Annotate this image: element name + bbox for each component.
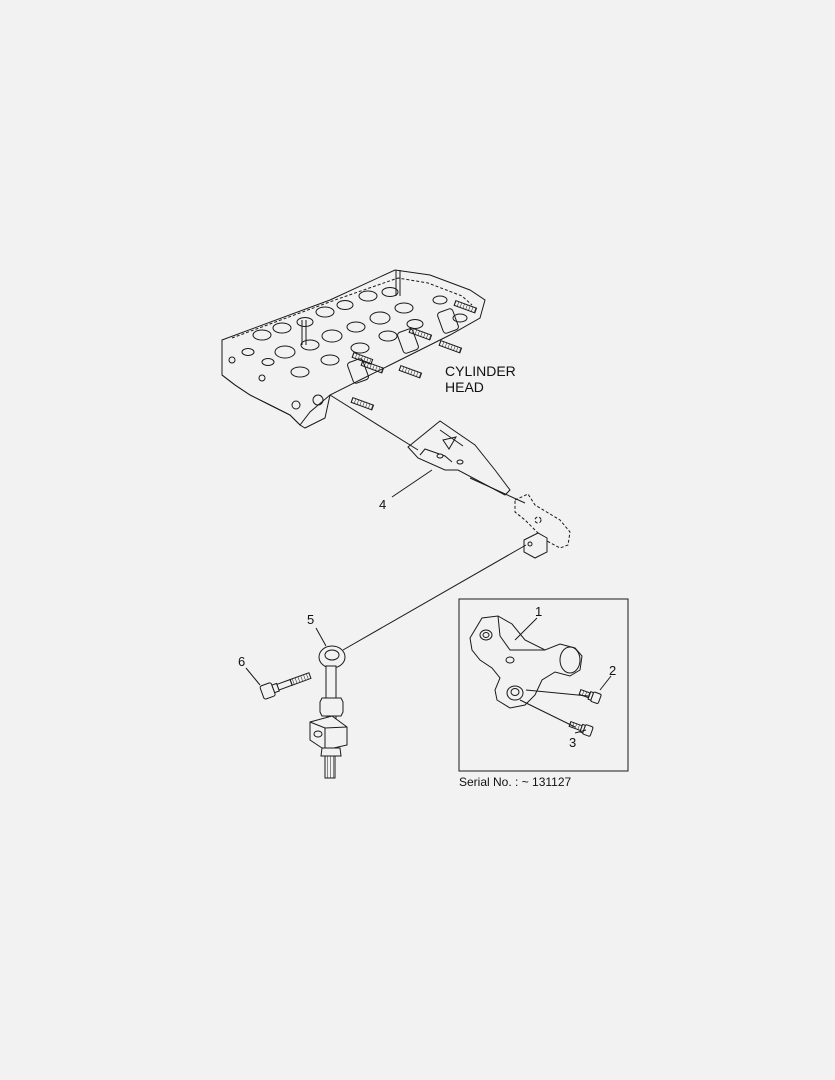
bracket-part-4: [407, 420, 511, 496]
cylinder-head-label-line2: HEAD: [445, 379, 484, 395]
stud-group: [350, 300, 478, 411]
cylinder-head-label-line1: CYLINDER: [445, 363, 516, 379]
phantom-lever-sketch: [514, 493, 571, 549]
part-number-6: 6: [238, 654, 245, 669]
inset-line-to-bolt-2: [525, 689, 589, 697]
part-number-1: 1: [535, 604, 542, 619]
serial-number-note: Serial No. : ~ 131127: [459, 775, 572, 789]
callout-3: 3: [569, 729, 587, 750]
lever-mount-block: [523, 532, 548, 559]
callout-4: 4: [379, 469, 433, 512]
bolt-part-3: [568, 721, 594, 737]
callout-6: 6: [238, 654, 261, 686]
bolt-part-6: [259, 672, 312, 700]
lever-part-1: [469, 615, 583, 709]
callout-2: 2: [599, 663, 616, 691]
bolt-part-2: [578, 689, 602, 704]
assembly-line-lever-to-rod: [342, 544, 527, 651]
assembly-line-bracket-to-lever: [469, 477, 526, 504]
part-number-5: 5: [307, 612, 314, 627]
part-number-4: 4: [379, 497, 386, 512]
callout-1: 1: [514, 604, 542, 641]
part-number-3: 3: [569, 735, 576, 750]
cylinder-head-drawing: [221, 269, 486, 429]
inset-detail-box: [458, 598, 629, 772]
rod-assembly-part-5: [309, 645, 348, 779]
part-number-2: 2: [609, 663, 616, 678]
callout-5: 5: [307, 612, 327, 647]
inset-line-to-bolt-3: [519, 699, 576, 728]
assembly-line-head-to-bracket: [329, 394, 419, 451]
